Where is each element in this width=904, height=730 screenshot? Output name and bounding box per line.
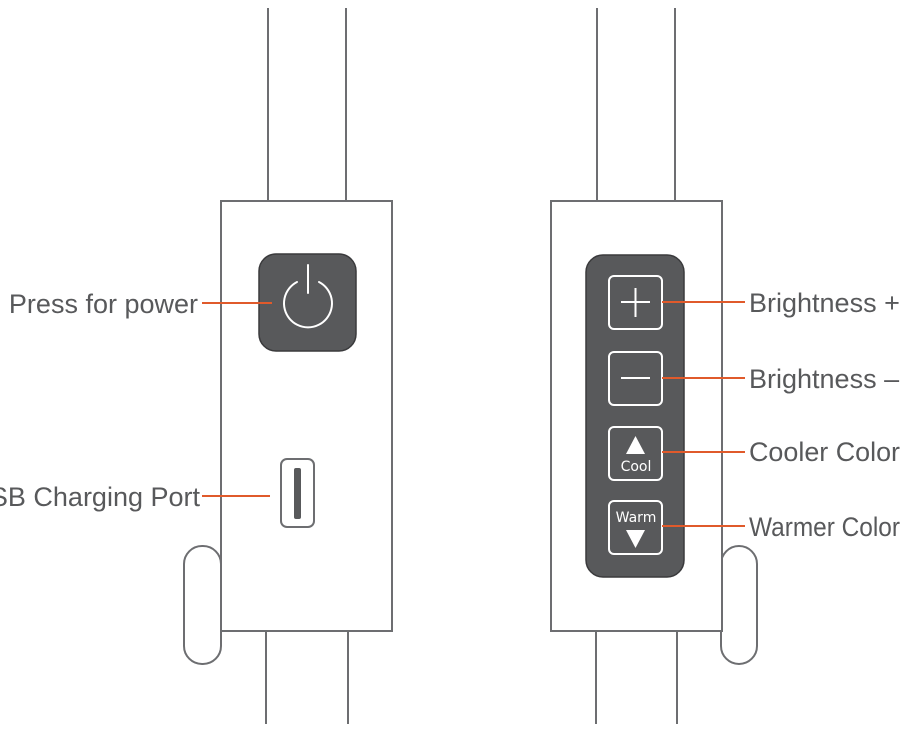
cooler-color-button[interactable]: Cool [609,427,662,480]
usb-charging-port[interactable] [281,459,314,527]
brightness-down-label: Brightness – [749,364,899,394]
power-button[interactable] [259,254,356,351]
warmer-label: Warmer Color [749,512,900,542]
warmer-color-button[interactable]: Warm [609,501,662,554]
right-clip [721,546,757,664]
cooler-label: Cooler Color [749,437,900,467]
warm-button-text: Warm [616,510,657,526]
usb-label: USB Charging Port [0,482,200,512]
brightness-up-label: Brightness + [749,288,900,318]
brightness-up-button[interactable] [609,276,662,329]
cool-button-text: Cool [621,459,652,475]
right-remote: Cool Warm Brightness + Brightness – Cool… [551,8,900,724]
brightness-down-button[interactable] [609,352,662,405]
left-clip [184,546,221,664]
power-label: Press for power [9,289,198,319]
left-remote: Press for power USB Charging Port [0,8,392,724]
